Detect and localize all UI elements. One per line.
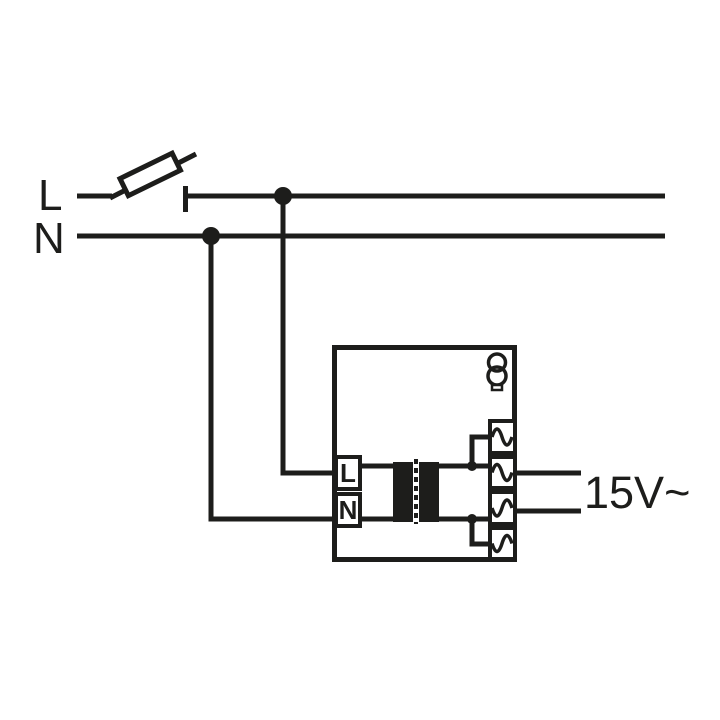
- output-voltage-label: 15V~: [584, 467, 690, 518]
- line-drop-wire: [280, 196, 336, 476]
- transformer-winding-icon: [393, 459, 439, 524]
- transformer-icon: [486, 352, 508, 392]
- ac-sine-inverted-icon: [490, 533, 514, 554]
- terminal-n-label: N: [339, 495, 358, 525]
- neutral-junction-dot: [202, 227, 220, 245]
- transformer-icon-base: [490, 383, 504, 392]
- terminal-l: L: [334, 455, 362, 491]
- jumper-top: [469, 434, 490, 466]
- neutral-drop-wire: [208, 236, 336, 522]
- primary-winding: [393, 462, 413, 522]
- secondary-junction-dot-bottom: [467, 514, 477, 524]
- terminal-n: N: [334, 492, 362, 528]
- jumper-bottom: [469, 519, 490, 547]
- neutral-label: N: [33, 214, 65, 263]
- fuse-switch-icon: [77, 149, 198, 212]
- terminal-l-box: [334, 455, 362, 491]
- ac-sine-icon: [490, 427, 514, 447]
- fuse-body: [116, 149, 184, 200]
- device-outline: [332, 345, 517, 562]
- ac-sine-inverted-icon: [490, 498, 514, 518]
- secondary-winding: [419, 462, 439, 522]
- ac-sine-icon: [490, 462, 514, 483]
- terminal-n-box: [334, 492, 362, 528]
- line-junction-dot: [274, 187, 292, 205]
- line-label: L: [38, 171, 62, 220]
- secondary-junction-dot-top: [467, 461, 477, 471]
- transformer-icon-ring-top: [486, 352, 508, 373]
- output-terminal-block: [488, 419, 517, 561]
- terminal-l-label: L: [340, 458, 356, 488]
